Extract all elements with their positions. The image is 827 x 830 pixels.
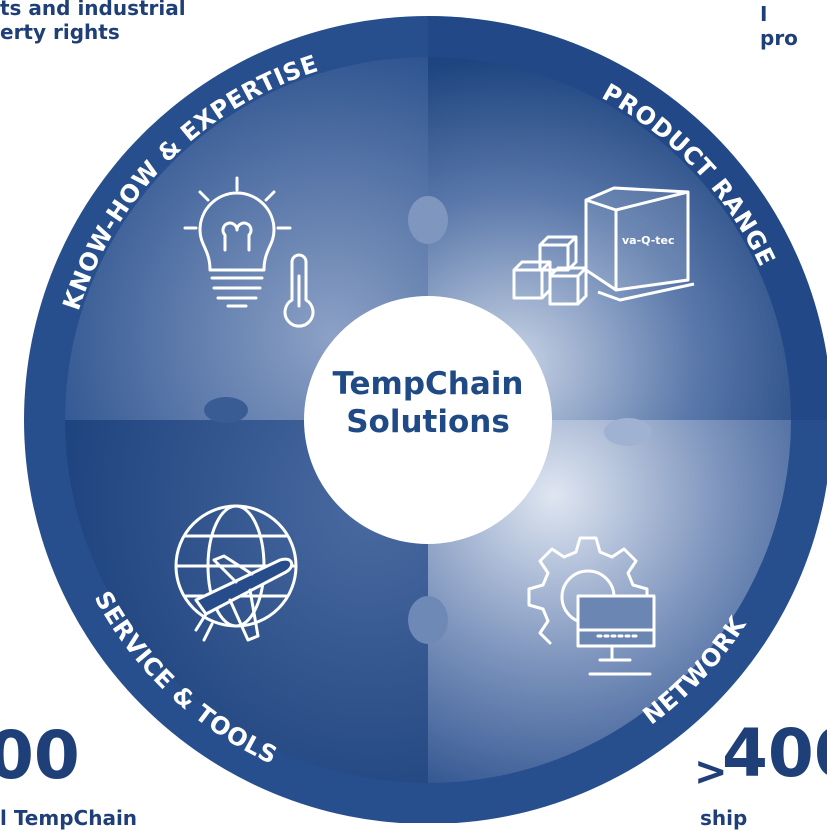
center-title-line2: Solutions	[346, 403, 510, 440]
puzzle-knob	[204, 397, 248, 423]
boxes-container-icon: va-Q-tec	[512, 186, 695, 306]
puzzle-knob	[408, 596, 448, 644]
bottom-right-number: 400	[722, 715, 827, 792]
puzzle-knob	[604, 418, 652, 446]
globe-airplane-icon	[174, 504, 298, 642]
center-title: TempChain Solutions	[304, 366, 552, 442]
puzzle-knob	[408, 196, 448, 244]
bottom-right-caption: ship	[700, 806, 748, 830]
center-circle	[304, 296, 552, 544]
bottom-left-number: 00	[0, 717, 80, 794]
lightbulb-thermometer-icon	[183, 176, 315, 328]
box-brand-label: va-Q-tec	[622, 234, 675, 247]
center-title-line1: TempChain	[332, 366, 524, 402]
bottom-right-prefix: >	[694, 749, 728, 795]
bottom-left-caption: l TempChain	[0, 806, 138, 830]
top-left-caption: ts and industrial erty rights	[0, 0, 186, 44]
gear-monitor-icon	[527, 536, 656, 676]
top-right-caption: I pro	[760, 2, 798, 50]
